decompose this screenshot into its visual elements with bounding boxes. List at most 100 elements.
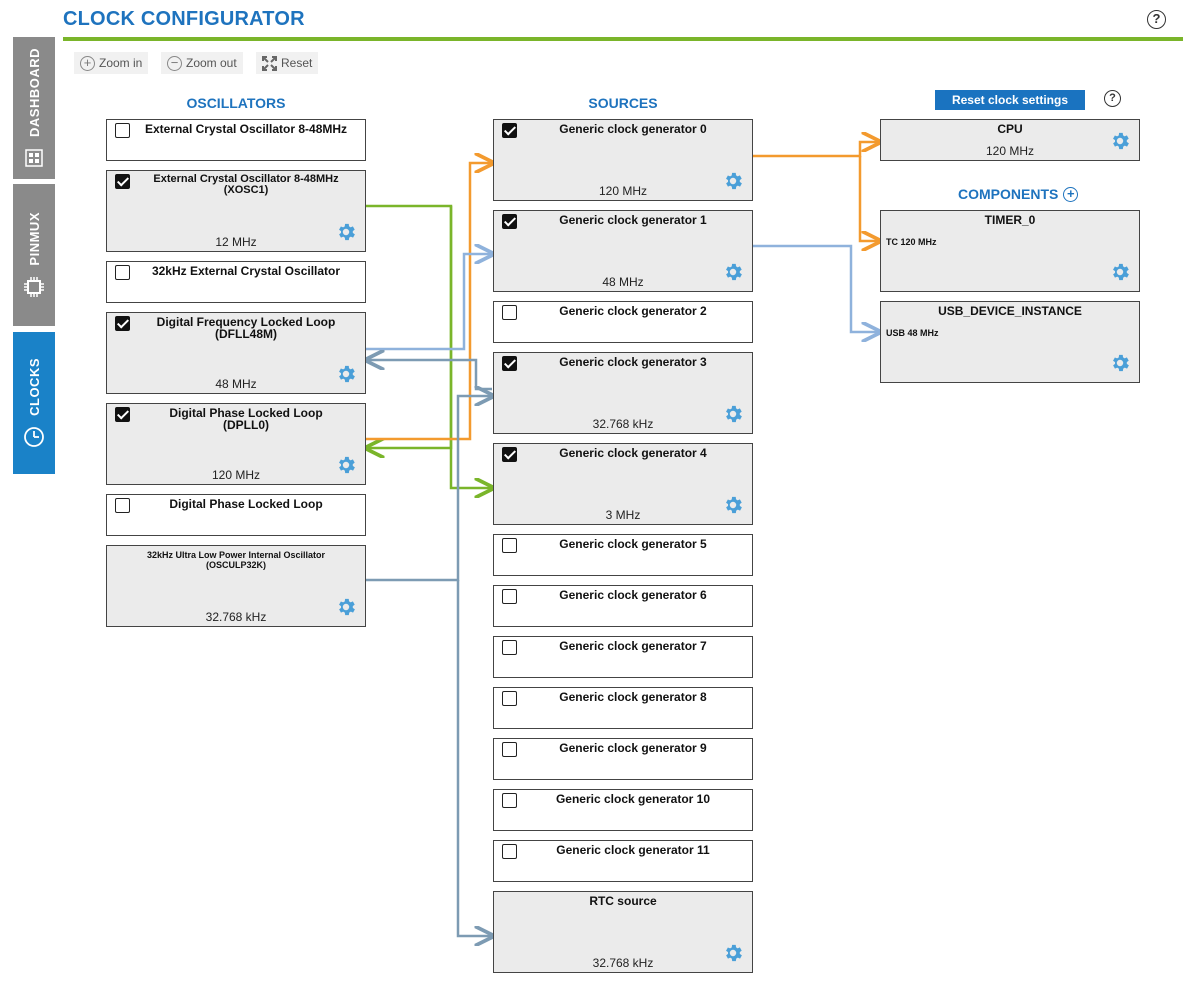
add-component-icon[interactable]: + (1063, 186, 1079, 202)
gear-icon[interactable] (722, 403, 744, 425)
source-title: Generic clock generator 9 (559, 741, 707, 755)
source-title: Generic clock generator 7 (559, 639, 707, 653)
source-checkbox[interactable] (502, 305, 517, 320)
wire-gclk1-usb (753, 244, 879, 332)
oscillator-title: 32kHz External Crystal Oscillator (151, 264, 341, 278)
source-gclk4[interactable]: Generic clock generator 4 3 MHz (493, 443, 753, 525)
expand-icon (262, 55, 277, 71)
reset-clock-settings-button[interactable]: Reset clock settings (935, 90, 1085, 110)
wire-dfll-gclk1 (366, 254, 492, 351)
source-checkbox[interactable] (502, 793, 517, 808)
source-title: RTC source (589, 894, 657, 908)
help-icon[interactable]: ? (1147, 10, 1166, 29)
gear-icon[interactable] (722, 170, 744, 192)
source-gclk3[interactable]: Generic clock generator 3 32.768 kHz (493, 352, 753, 434)
component-clock-detail: USB 48 MHz (886, 328, 939, 338)
source-gclk5[interactable]: Generic clock generator 5 (493, 534, 753, 576)
source-checkbox[interactable] (502, 640, 517, 655)
source-rtc[interactable]: RTC source 32.768 kHz (493, 891, 753, 973)
source-title: Generic clock generator 8 (559, 690, 707, 704)
title-rule (63, 37, 1183, 41)
oscillator-xosc0[interactable]: External Crystal Oscillator 8-48MHz (106, 119, 366, 161)
oscillator-checkbox[interactable] (115, 265, 130, 280)
oscillator-title: Digital Phase Locked Loop(DPLL0) (169, 406, 323, 432)
source-checkbox[interactable] (502, 589, 517, 604)
tab-pinmux[interactable]: PINMUX (13, 184, 55, 326)
source-gclk7[interactable]: Generic clock generator 7 (493, 636, 753, 678)
gear-icon[interactable] (335, 596, 357, 618)
source-gclk0[interactable]: Generic clock generator 0 120 MHz (493, 119, 753, 201)
gear-icon[interactable] (335, 221, 357, 243)
oscillator-checkbox[interactable] (115, 498, 130, 513)
component-title: USB_DEVICE_INSTANCE (938, 304, 1082, 318)
gear-icon[interactable] (335, 363, 357, 385)
wire-osculp-gclk3 (366, 396, 492, 582)
component-timer-0[interactable]: TIMER_0 TC 120 MHz (880, 210, 1140, 292)
source-checkbox[interactable] (502, 123, 517, 138)
source-gclk6[interactable]: Generic clock generator 6 (493, 585, 753, 627)
gear-icon[interactable] (1109, 130, 1131, 152)
oscillator-xosc1[interactable]: External Crystal Oscillator 8-48MHz(XOSC… (106, 170, 366, 252)
source-checkbox[interactable] (502, 844, 517, 859)
tab-clocks[interactable]: CLOCKS (13, 332, 55, 474)
oscillator-frequency: 12 MHz (215, 235, 257, 249)
source-frequency: 32.768 kHz (592, 956, 654, 970)
source-gclk10[interactable]: Generic clock generator 10 (493, 789, 753, 831)
oscillator-checkbox[interactable] (115, 316, 130, 331)
oscillator-title: External Crystal Oscillator 8-48MHz(XOSC… (153, 173, 339, 196)
source-gclk11[interactable]: Generic clock generator 11 (493, 840, 753, 882)
source-checkbox[interactable] (502, 214, 517, 229)
source-title: Generic clock generator 6 (559, 588, 707, 602)
source-title: Generic clock generator 3 (559, 355, 707, 369)
source-frequency: 3 MHz (605, 508, 641, 522)
wire-gclk3-dfll (367, 360, 492, 391)
component-frequency: 120 MHz (985, 144, 1035, 158)
source-checkbox[interactable] (502, 691, 517, 706)
gear-icon[interactable] (722, 942, 744, 964)
zoom-in-button[interactable]: + Zoom in (74, 52, 149, 74)
page-title: CLOCK CONFIGURATOR (63, 8, 305, 30)
source-title: Generic clock generator 1 (559, 213, 707, 227)
oscillator-frequency: 48 MHz (215, 377, 257, 391)
source-checkbox[interactable] (502, 538, 517, 553)
zoom-out-label: Zoom out (186, 56, 237, 70)
oscillator-frequency: 32.768 kHz (205, 610, 267, 624)
component-cpu[interactable]: CPU 120 MHz (880, 119, 1140, 161)
zoom-in-label: Zoom in (99, 56, 143, 70)
source-checkbox[interactable] (502, 742, 517, 757)
wire-gclk0-cpu (753, 142, 879, 158)
source-gclk2[interactable]: Generic clock generator 2 (493, 301, 753, 343)
reset-view-button[interactable]: Reset (256, 52, 319, 74)
component-title: TIMER_0 (984, 213, 1036, 227)
gear-icon[interactable] (335, 454, 357, 476)
oscillators-heading: OSCILLATORS (186, 95, 286, 111)
oscillator-title: 32kHz Ultra Low Power Internal Oscillato… (146, 550, 326, 570)
source-gclk8[interactable]: Generic clock generator 8 (493, 687, 753, 729)
gear-icon[interactable] (1109, 261, 1131, 283)
oscillator-dfll48m[interactable]: Digital Frequency Locked Loop(DFLL48M) 4… (106, 312, 366, 394)
source-gclk9[interactable]: Generic clock generator 9 (493, 738, 753, 780)
gear-icon[interactable] (722, 261, 744, 283)
oscillator-title: Digital Frequency Locked Loop(DFLL48M) (156, 315, 336, 341)
gear-icon[interactable] (1109, 352, 1131, 374)
oscillator-dpll0[interactable]: Digital Phase Locked Loop(DPLL0) 120 MHz (106, 403, 366, 485)
source-checkbox[interactable] (502, 356, 517, 371)
component-usb-device-instance[interactable]: USB_DEVICE_INSTANCE USB 48 MHz (880, 301, 1140, 383)
oscillator-osculp32k[interactable]: 32kHz Ultra Low Power Internal Oscillato… (106, 545, 366, 627)
oscillator-checkbox[interactable] (115, 407, 130, 422)
gear-icon[interactable] (722, 494, 744, 516)
tab-dashboard[interactable]: DASHBOARD (13, 37, 55, 179)
oscillator-checkbox[interactable] (115, 174, 130, 189)
source-gclk1[interactable]: Generic clock generator 1 48 MHz (493, 210, 753, 292)
source-checkbox[interactable] (502, 447, 517, 462)
components-heading: COMPONENTS + (958, 186, 1079, 202)
oscillator-xosc32k[interactable]: 32kHz External Crystal Oscillator (106, 261, 366, 303)
source-frequency: 32.768 kHz (592, 417, 654, 431)
oscillator-checkbox[interactable] (115, 123, 130, 138)
oscillator-dpll1[interactable]: Digital Phase Locked Loop (106, 494, 366, 536)
clock-help-icon[interactable]: ? (1104, 90, 1121, 107)
zoom-out-button[interactable]: − Zoom out (161, 52, 243, 74)
source-title: Generic clock generator 10 (555, 792, 711, 806)
wire-osculp-rtc (456, 580, 492, 936)
